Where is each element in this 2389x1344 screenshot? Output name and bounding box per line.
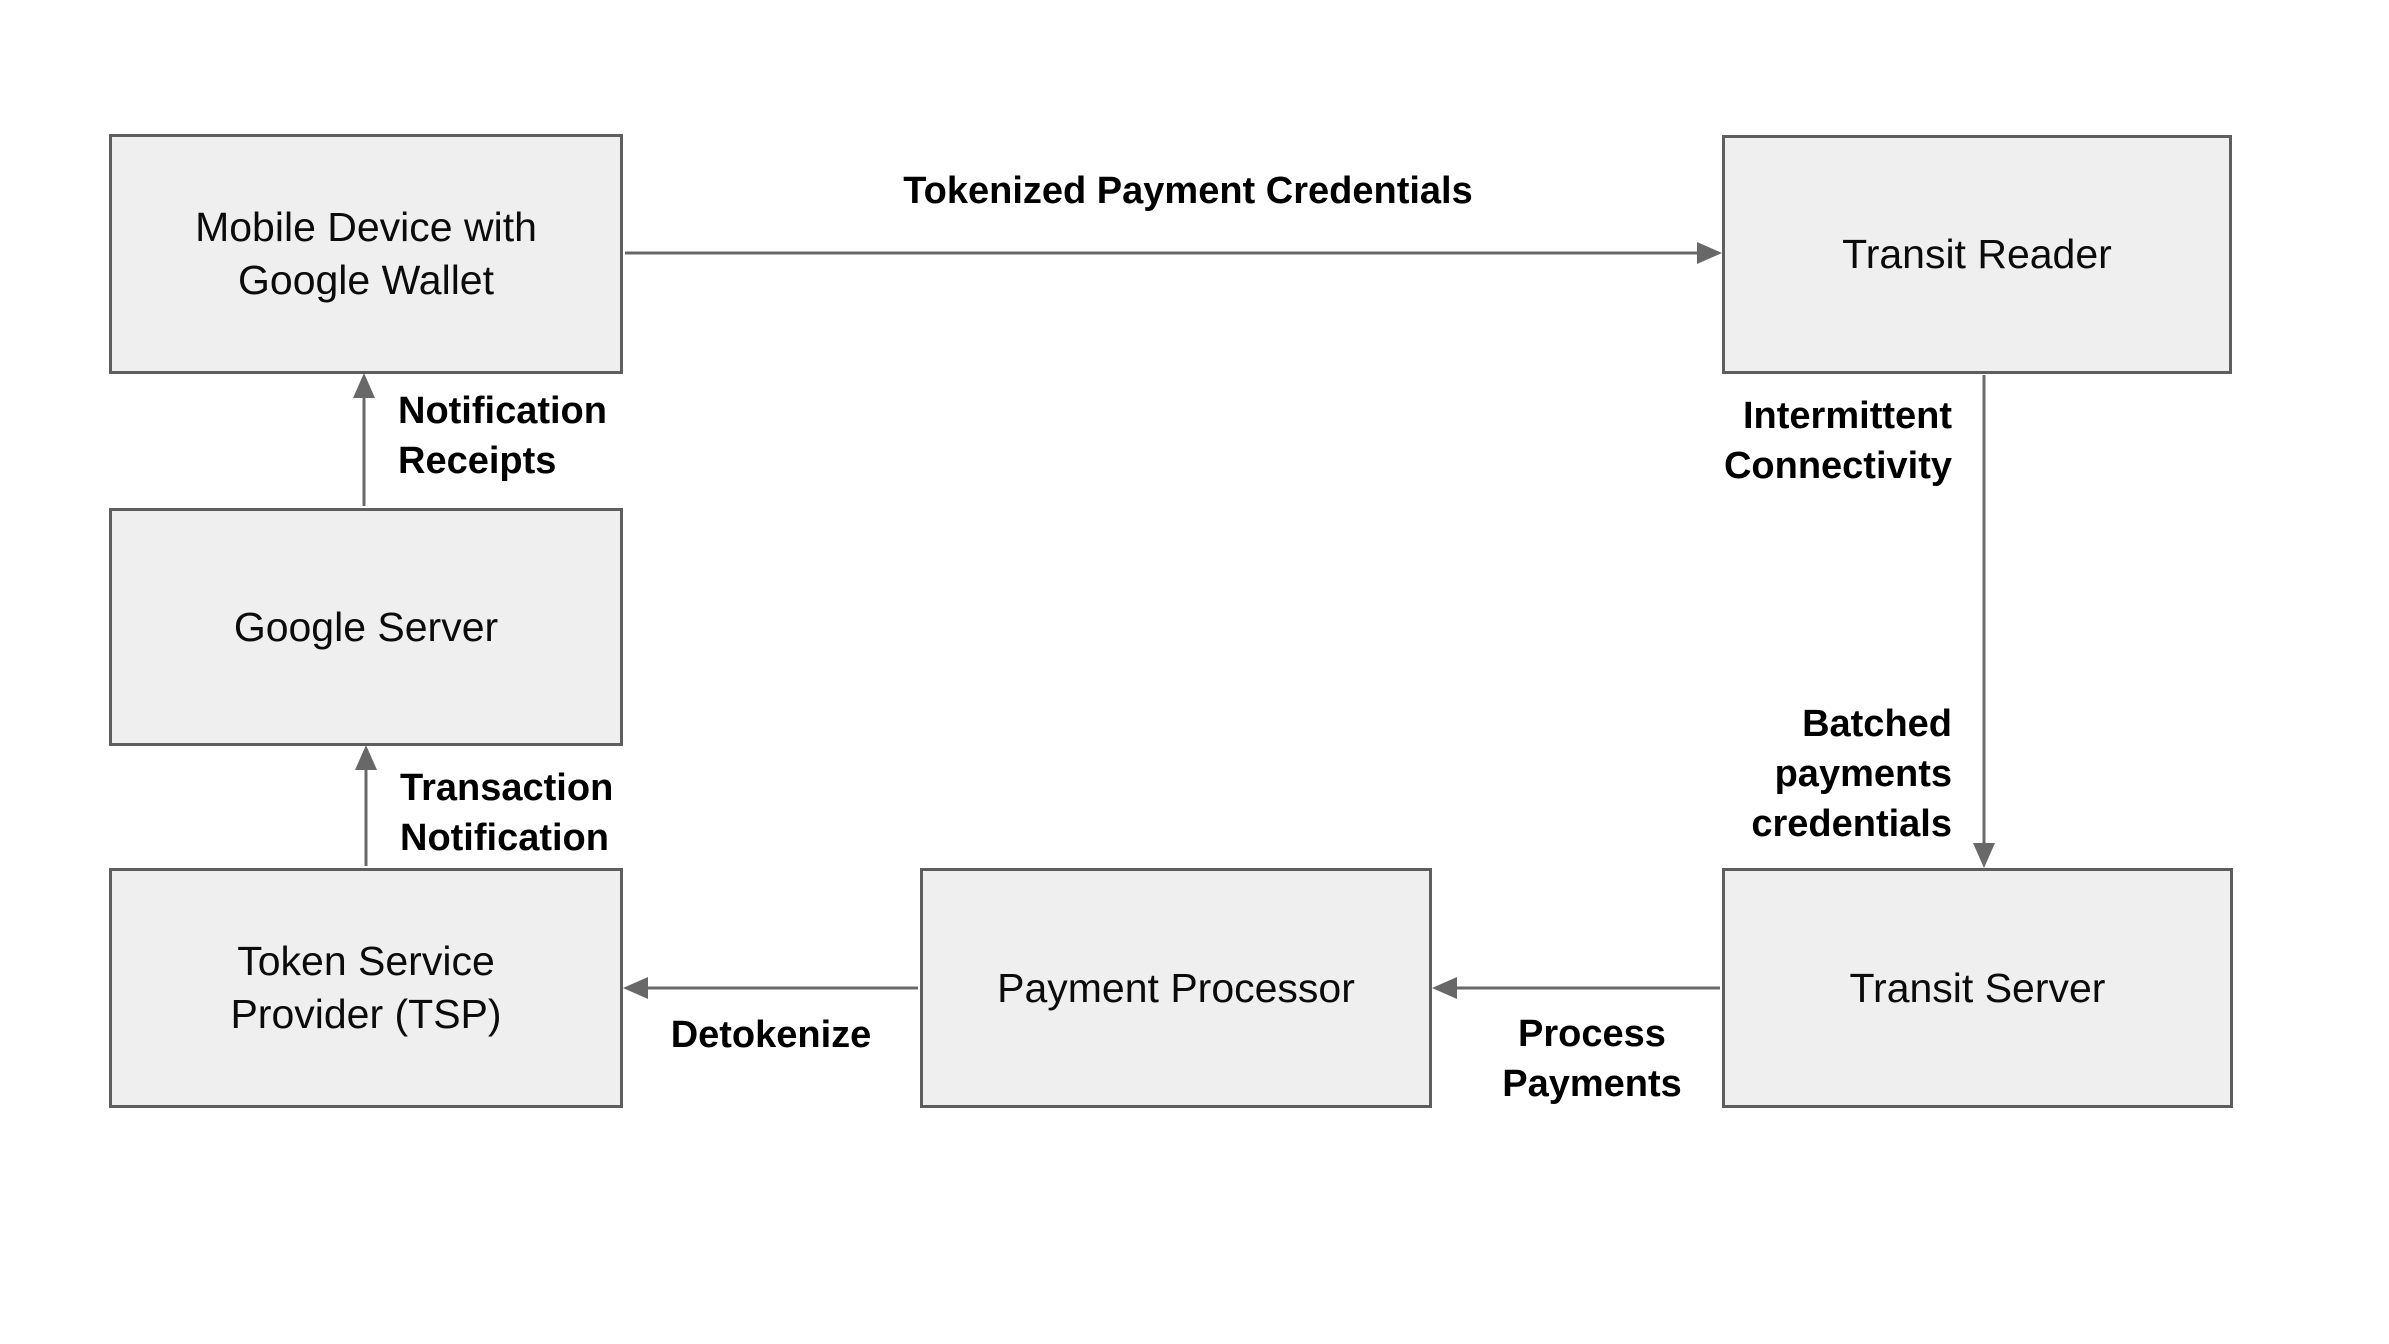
node-label: Token Service Provider (TSP) <box>230 938 502 1037</box>
arrow-reader-to-transit-server <box>1973 375 1995 868</box>
edge-label-transaction-notification: Transaction Notification <box>400 767 614 859</box>
node-google-server: Google Server <box>109 508 623 746</box>
node-label: Google Server <box>233 603 499 650</box>
node-mobile-device-google-wallet: Mobile Device with Google Wallet <box>109 134 623 374</box>
node-label: Mobile Device with Google Wallet <box>195 204 537 303</box>
edge-label-batched-payments-credentials: Batched payments credentials <box>1751 703 1952 845</box>
arrow-detokenize <box>623 977 918 999</box>
node-payment-processor: Payment Processor <box>920 868 1432 1108</box>
edge-label-notification-receipts: Notification Receipts <box>398 390 607 482</box>
node-transit-reader: Transit Reader <box>1722 135 2232 374</box>
edge-label-process-payments: Process Payments <box>1502 1013 1682 1105</box>
node-label: Payment Processor <box>997 964 1355 1011</box>
arrow-notification-receipts <box>353 373 375 506</box>
arrow-transaction-notification <box>355 745 377 866</box>
edge-label-detokenize: Detokenize <box>670 1014 872 1056</box>
node-token-service-provider: Token Service Provider (TSP) <box>109 868 623 1108</box>
arrow-tokenized-payment-credentials <box>625 242 1722 264</box>
arrow-process-payments <box>1432 977 1720 999</box>
node-label: Transit Reader <box>1842 231 2112 277</box>
edge-label-intermittent-connectivity: Intermittent Connectivity <box>1723 395 1952 487</box>
edge-label-tokenized-payment-credentials: Tokenized Payment Credentials <box>903 170 1473 212</box>
node-label: Transit Server <box>1849 964 2106 1011</box>
node-transit-server: Transit Server <box>1722 868 2233 1108</box>
